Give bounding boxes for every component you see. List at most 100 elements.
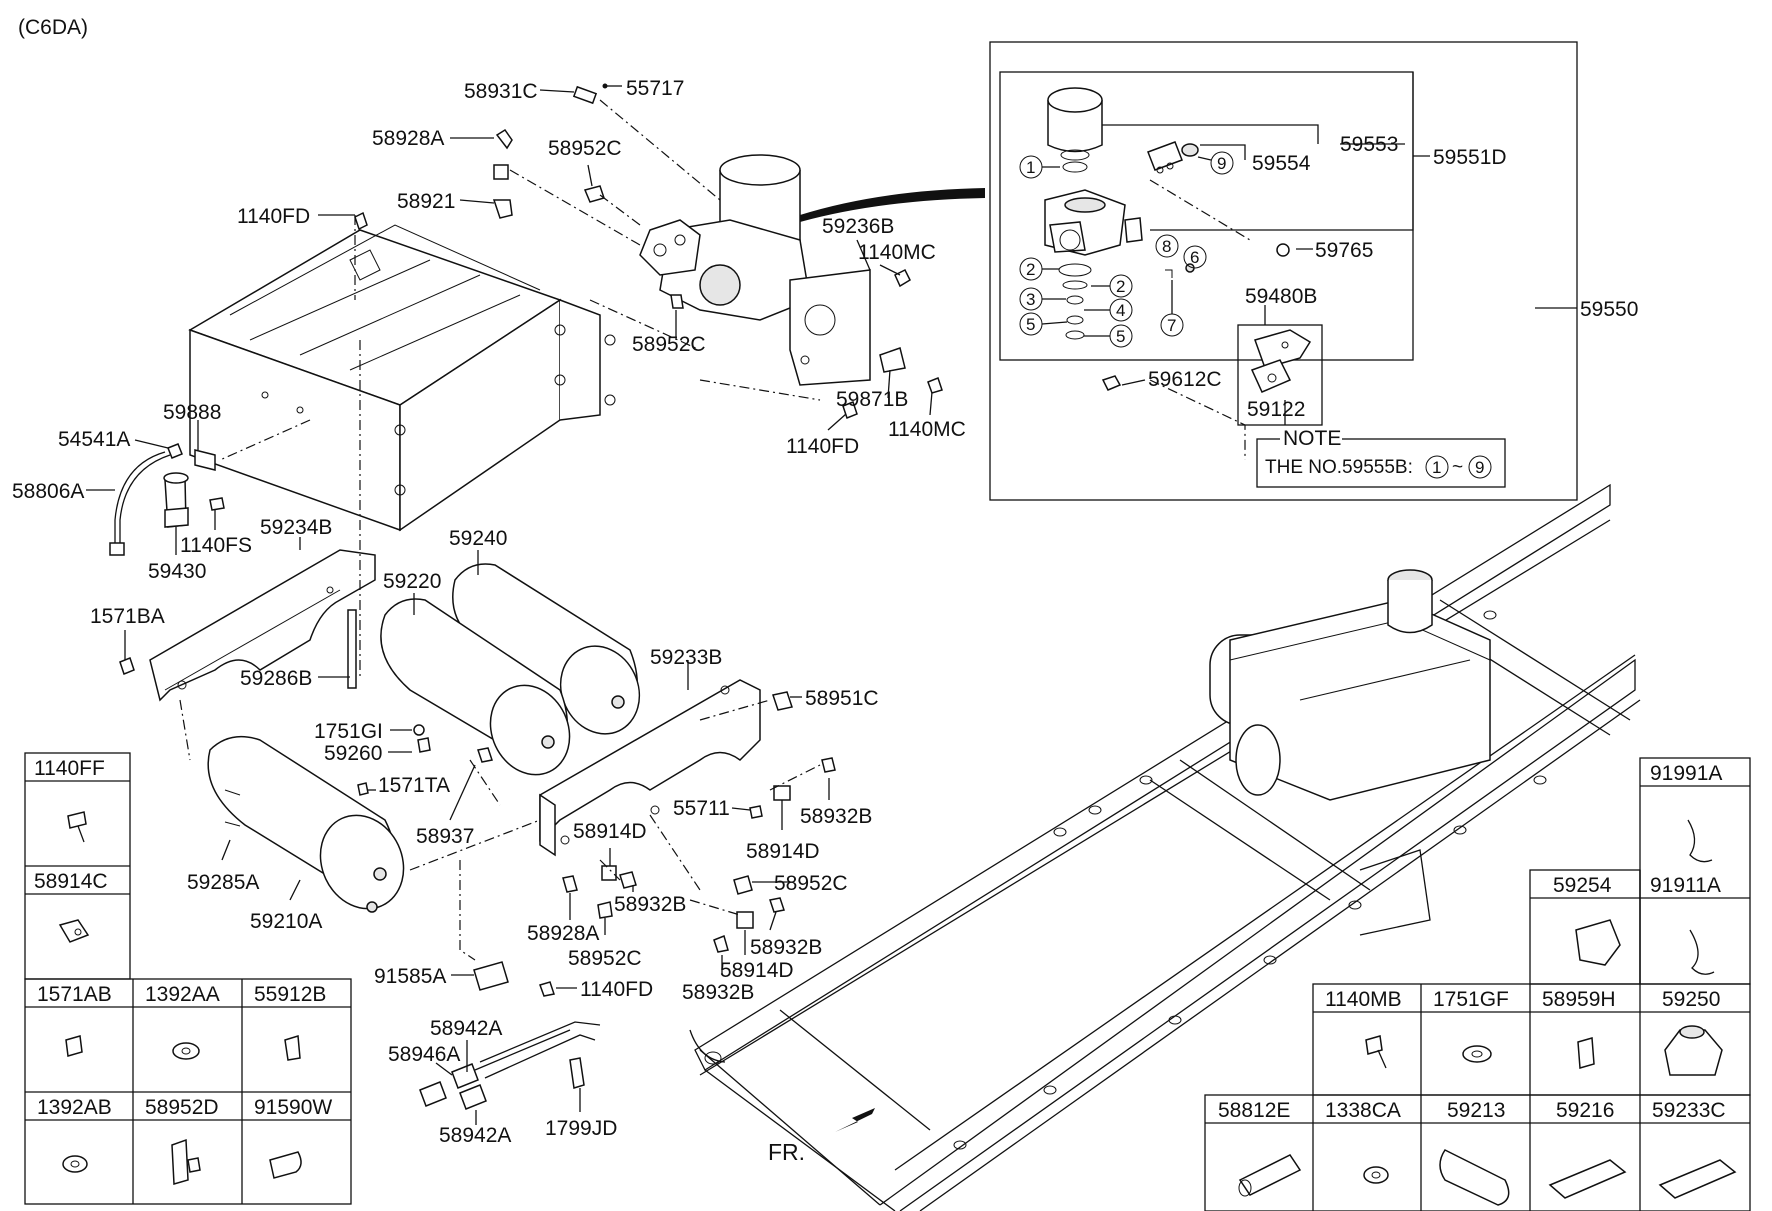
model-code: (C6DA)	[18, 16, 88, 39]
label-59233B: 59233B	[650, 646, 722, 669]
label-58952C-c: 58952C	[774, 872, 848, 895]
label-1140MC-b: 1140MC	[888, 418, 966, 441]
circle-1: 1	[1026, 158, 1035, 177]
label-58932B-c: 58932B	[750, 936, 822, 959]
table-header-1751GF: 1751GF	[1433, 988, 1509, 1011]
frame-bracket-assembly	[188, 224, 616, 532]
air-tank-59220	[380, 598, 571, 776]
note-tilde: ~	[1452, 457, 1463, 478]
circle-7: 7	[1167, 316, 1176, 335]
label-59612C: 59612C	[1148, 368, 1222, 391]
circle-6: 6	[1190, 248, 1199, 267]
label-59210A: 59210A	[250, 910, 322, 933]
label-55711: 55711	[673, 797, 730, 820]
circle-4: 4	[1116, 301, 1125, 320]
label-1140FD-top: 1140FD	[237, 205, 310, 228]
table-header-55912B: 55912B	[254, 983, 326, 1006]
note-from: 1	[1432, 458, 1441, 477]
table-header-91911A: 91911A	[1650, 874, 1721, 897]
leader-lines	[179, 99, 1251, 961]
circle-2-right: 2	[1116, 277, 1125, 296]
label-1571TA: 1571TA	[378, 774, 450, 797]
table-header-1392AA: 1392AA	[145, 983, 220, 1006]
chassis-frame	[689, 483, 1641, 1211]
callouts: 58931C 55717 58928A 58952C 58921 1140FD …	[12, 77, 966, 1147]
label-1140FD-bot: 1140FD	[580, 978, 653, 1001]
air-dryer	[639, 154, 985, 386]
label-59285A: 59285A	[187, 871, 259, 894]
air-tank-59240	[452, 563, 641, 735]
table-header-1140FF: 1140FF	[34, 757, 105, 780]
label-59765: 59765	[1315, 239, 1373, 262]
label-58937: 58937	[416, 825, 474, 848]
circle-5-left: 5	[1026, 315, 1035, 334]
note-to: 9	[1475, 458, 1484, 477]
label-58914D-a: 58914D	[746, 840, 820, 863]
front-arrow: FR.	[768, 1108, 875, 1165]
label-58931C: 58931C	[464, 80, 538, 103]
label-59554: 59554	[1252, 152, 1311, 175]
table-header-1571AB: 1571AB	[37, 983, 112, 1006]
label-59553: 59553	[1340, 133, 1398, 156]
label-58914D-b: 58914D	[573, 820, 647, 843]
label-91585A: 91585A	[374, 965, 446, 988]
label-59236B: 59236B	[822, 215, 894, 238]
table-header-1392AB: 1392AB	[37, 1096, 112, 1119]
label-59888: 59888	[163, 401, 221, 424]
label-54541A: 54541A	[58, 428, 130, 451]
left-parts-table: 1140FF 58914C 1571AB 1392AA 55912B 1392A…	[24, 752, 352, 1205]
label-1140FS: 1140FS	[180, 534, 252, 557]
label-1140MC-a: 1140MC	[858, 241, 936, 264]
table-header-59213: 59213	[1447, 1099, 1505, 1122]
label-59234B: 59234B	[260, 516, 332, 539]
label-58928A-top: 58928A	[372, 127, 444, 150]
table-header-58914C: 58914C	[34, 870, 108, 893]
label-58806A: 58806A	[12, 480, 84, 503]
label-58951C: 58951C	[805, 687, 879, 710]
circle-2-left: 2	[1026, 260, 1035, 279]
table-header-1338CA: 1338CA	[1325, 1099, 1401, 1122]
label-55717: 55717	[626, 77, 684, 100]
label-1140FD-mid: 1140FD	[786, 435, 859, 458]
note-title: NOTE	[1283, 427, 1341, 450]
table-header-59254: 59254	[1553, 874, 1612, 897]
table-header-58812E: 58812E	[1218, 1099, 1290, 1122]
air-tank-59210A	[207, 735, 405, 913]
label-59480B: 59480B	[1245, 285, 1317, 308]
label-59220: 59220	[383, 570, 441, 593]
label-58928A-b: 58928A	[527, 922, 599, 945]
front-label: FR.	[768, 1139, 805, 1165]
table-header-91590W: 91590W	[254, 1096, 332, 1119]
table-header-1140MB: 1140MB	[1325, 988, 1402, 1011]
table-header-59216: 59216	[1556, 1099, 1614, 1122]
lower-fittings	[357, 724, 785, 997]
table-header-58959H: 58959H	[1542, 988, 1616, 1011]
label-58921: 58921	[397, 190, 455, 213]
label-59240: 59240	[449, 527, 507, 550]
label-59550: 59550	[1580, 298, 1638, 321]
table-header-58952D: 58952D	[145, 1096, 219, 1119]
table-header-59233C: 59233C	[1652, 1099, 1726, 1122]
table-header-59250: 59250	[1662, 988, 1720, 1011]
label-58932B-b: 58932B	[614, 893, 686, 916]
label-1799JD: 1799JD	[545, 1117, 617, 1140]
circle-5-right: 5	[1116, 327, 1125, 346]
circle-9: 9	[1217, 154, 1226, 173]
label-58946A: 58946A	[388, 1043, 460, 1066]
label-59430: 59430	[148, 560, 206, 583]
label-59122: 59122	[1247, 398, 1305, 421]
label-59260: 59260	[324, 742, 382, 765]
label-59551D: 59551D	[1433, 146, 1507, 169]
inset-air-dryer-kit: 1 2 2 3 4 5 5 6 7 8 9 59553 59554 59551D…	[989, 41, 1638, 501]
label-59286B: 59286B	[240, 667, 312, 690]
circle-8: 8	[1162, 237, 1171, 256]
label-58932B-d: 58932B	[682, 981, 754, 1004]
label-59871B: 59871B	[836, 388, 908, 411]
drain-filter-and-hose	[109, 443, 225, 556]
label-58942A-a: 58942A	[430, 1017, 502, 1040]
note-text: THE NO.59555B:	[1265, 457, 1413, 478]
tank-bracket-lower	[539, 679, 836, 857]
label-58914D-c: 58914D	[720, 959, 794, 982]
label-58932B-a: 58932B	[800, 805, 872, 828]
